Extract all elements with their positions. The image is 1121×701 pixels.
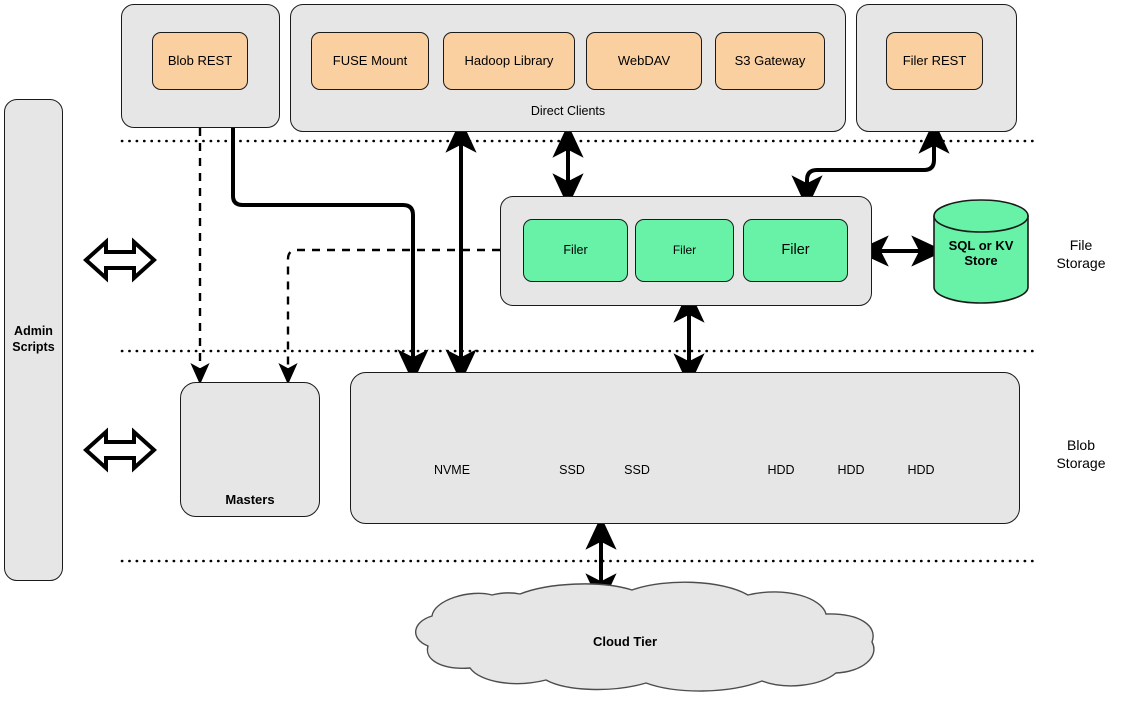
hdd-label-1: HDD <box>767 462 795 477</box>
admin-arrow-file <box>83 237 157 283</box>
hdd-label-2: HDD <box>837 462 865 477</box>
connector-filers-to-masters <box>278 248 500 385</box>
filer-node-3-label: Filer <box>781 241 810 258</box>
client-webdav-label: WebDAV <box>617 53 671 69</box>
client-filer-rest[interactable]: Filer REST <box>886 32 983 90</box>
filer-node-2[interactable]: Filer <box>635 219 734 282</box>
ssd-label-wrap-2: SSD <box>609 462 665 478</box>
filer-node-1-label: Filer <box>563 243 588 258</box>
file-storage-label: File Storage <box>1056 237 1106 272</box>
volume-servers-group[interactable] <box>350 372 1020 524</box>
cloud-tier-label: Cloud Tier <box>592 634 658 650</box>
filer-node-1[interactable]: Filer <box>523 219 628 282</box>
ssd-label-1: SSD <box>559 462 585 477</box>
filer-node-3[interactable]: Filer <box>743 219 848 282</box>
client-fuse-mount-label: FUSE Mount <box>332 53 408 69</box>
metadata-store-label: SQL or KV Store <box>948 237 1014 268</box>
client-fuse-mount[interactable]: FUSE Mount <box>311 32 429 90</box>
masters-label-wrap: Masters <box>180 491 320 509</box>
client-s3-gateway-label: S3 Gateway <box>734 53 806 69</box>
blob-clients-group[interactable] <box>121 4 280 128</box>
direct-clients-caption: Direct Clients <box>530 104 606 118</box>
masters-label: Masters <box>225 492 275 508</box>
nvme-label: NVME <box>433 462 471 477</box>
client-webdav[interactable]: WebDAV <box>586 32 702 90</box>
client-blob-rest[interactable]: Blob REST <box>152 32 248 90</box>
client-filer-rest-label: Filer REST <box>902 53 967 69</box>
client-hadoop-library-label: Hadoop Library <box>464 53 554 69</box>
hdd-label-wrap-3: HDD <box>893 462 949 478</box>
client-s3-gateway[interactable]: S3 Gateway <box>715 32 825 90</box>
ssd-label-2: SSD <box>624 462 650 477</box>
client-hadoop-library[interactable]: Hadoop Library <box>443 32 575 90</box>
hdd-label-wrap-2: HDD <box>823 462 879 478</box>
blob-storage-label: Blob Storage <box>1056 437 1106 472</box>
cloud-tier-label-wrap: Cloud Tier <box>530 632 720 652</box>
connector-filerrest-to-filers <box>791 120 950 209</box>
admin-arrow-blob <box>83 427 157 473</box>
hdd-label-wrap-1: HDD <box>753 462 809 478</box>
admin-scripts-rail[interactable]: Admin Scripts <box>4 99 63 581</box>
client-blob-rest-label: Blob REST <box>167 53 233 69</box>
ssd-label-wrap-1: SSD <box>544 462 600 478</box>
metadata-store-label-wrap: SQL or KV Store <box>934 232 1028 274</box>
hdd-label-3: HDD <box>907 462 935 477</box>
connector-blobrest-to-volumes <box>231 128 429 383</box>
masters-group[interactable] <box>180 382 320 517</box>
nvme-label-wrap: NVME <box>424 462 480 478</box>
filer-node-2-label: Filer <box>672 243 697 258</box>
admin-scripts-label: Admin Scripts <box>12 324 55 354</box>
